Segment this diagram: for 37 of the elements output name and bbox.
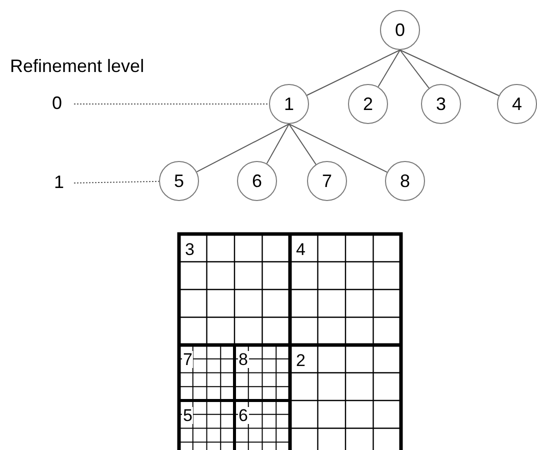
tree-edge [400, 50, 430, 89]
cell-number: 2 [295, 352, 306, 369]
tree-node-circle [348, 84, 388, 124]
axis-title: Refinement level [10, 56, 144, 77]
tree-edge [306, 50, 400, 96]
tree-edge [378, 50, 400, 88]
cell-number: 4 [295, 241, 306, 258]
tree-edge [288, 124, 316, 165]
node-number: 5 [174, 170, 184, 192]
node-number: 0 [394, 20, 405, 40]
node-number: 4 [512, 94, 522, 114]
tree-edge [400, 50, 500, 96]
tree-node-circle [269, 84, 309, 124]
tree-node-circle [159, 161, 199, 201]
tree-node-circle [380, 10, 420, 50]
cell-number: 8 [238, 351, 249, 368]
tree-edge [196, 124, 290, 172]
tree-node-circle [421, 84, 461, 124]
tree-node-circle [307, 161, 347, 201]
node-number: 6 [252, 170, 262, 192]
tree-node-circle [497, 84, 537, 124]
node-number: 2 [362, 94, 373, 114]
tree-edge [288, 124, 388, 173]
node-number: 8 [400, 170, 410, 192]
node-number: 3 [436, 94, 446, 114]
tree-node-circle [385, 161, 425, 201]
node-number: 7 [322, 170, 332, 192]
leader-line [74, 180, 160, 184]
level-number: 1 [54, 172, 64, 193]
tree-edge [266, 124, 290, 164]
level-number: 0 [52, 93, 62, 114]
cell-number: 5 [182, 406, 194, 424]
tree-node-circle [237, 161, 277, 201]
cell-number: 6 [238, 406, 249, 424]
node-number: 1 [284, 94, 294, 114]
cell-number: 7 [182, 351, 194, 368]
cell-number: 3 [184, 241, 196, 258]
